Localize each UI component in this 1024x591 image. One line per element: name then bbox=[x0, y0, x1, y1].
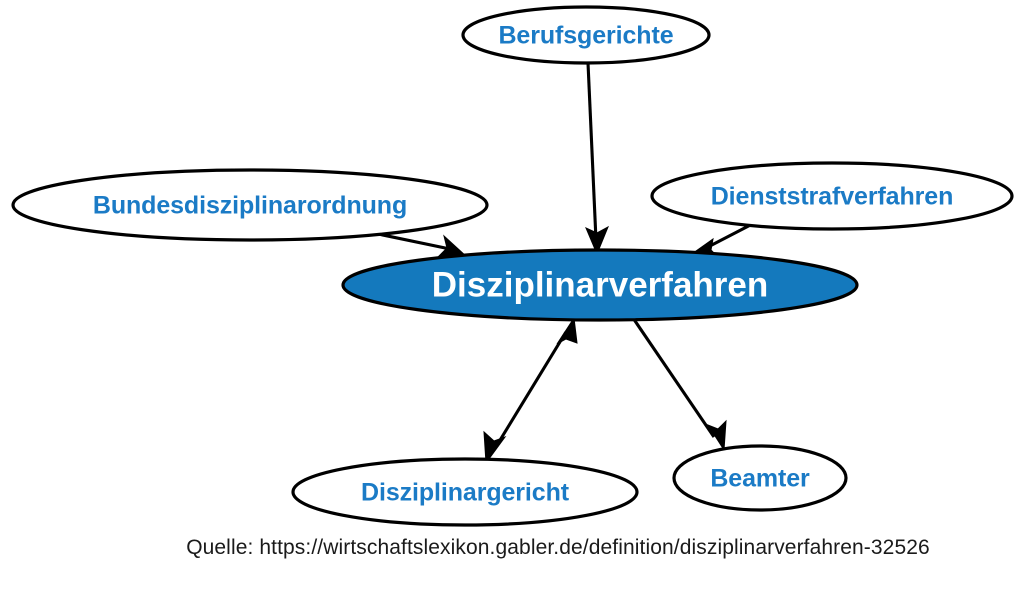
source-caption: Quelle: https://wirtschaftslexikon.gable… bbox=[186, 536, 930, 559]
edge-berufsgerichte-to-disziplinarverfahren[interactable] bbox=[585, 62, 609, 256]
node-berufsgerichte[interactable]: Berufsgerichte bbox=[461, 5, 711, 65]
node-shape bbox=[672, 444, 848, 512]
edge-disziplinarverfahren-to-beamter[interactable] bbox=[631, 317, 727, 452]
node-shape bbox=[291, 457, 639, 527]
node-bundesdisziplinarordnung[interactable]: Bundesdisziplinarordnung bbox=[11, 168, 489, 242]
node-layer: Disziplinarverfahren Berufsgerichte Bund… bbox=[11, 5, 1014, 527]
edge-line bbox=[492, 331, 568, 451]
node-disziplinargericht[interactable]: Disziplinargericht bbox=[291, 457, 639, 527]
edge-line bbox=[586, 62, 598, 241]
arrowhead-icon bbox=[706, 419, 727, 452]
node-shape bbox=[461, 5, 711, 65]
node-label: Disziplinargericht bbox=[361, 479, 570, 507]
node-shape bbox=[11, 168, 489, 242]
node-beamter[interactable]: Beamter bbox=[672, 444, 848, 512]
arrowhead-icon-down bbox=[483, 430, 507, 465]
node-shape bbox=[341, 248, 859, 322]
node-label: Berufsgerichte bbox=[498, 22, 673, 50]
node-label: Bundesdisziplinarordnung bbox=[93, 192, 407, 220]
edge-disziplinarverfahren-disziplinargericht[interactable] bbox=[483, 316, 578, 465]
node-disziplinarverfahren[interactable]: Disziplinarverfahren bbox=[341, 248, 859, 322]
node-label: Dienststrafverfahren bbox=[711, 183, 954, 211]
node-label: Beamter bbox=[710, 465, 810, 493]
arrowhead-icon bbox=[585, 225, 609, 256]
node-shape bbox=[650, 161, 1014, 231]
arrowhead-icon-up bbox=[556, 316, 578, 345]
node-label: Disziplinarverfahren bbox=[432, 265, 769, 304]
node-dienststrafverfahren[interactable]: Dienststrafverfahren bbox=[650, 161, 1014, 231]
edge-line bbox=[631, 317, 716, 438]
